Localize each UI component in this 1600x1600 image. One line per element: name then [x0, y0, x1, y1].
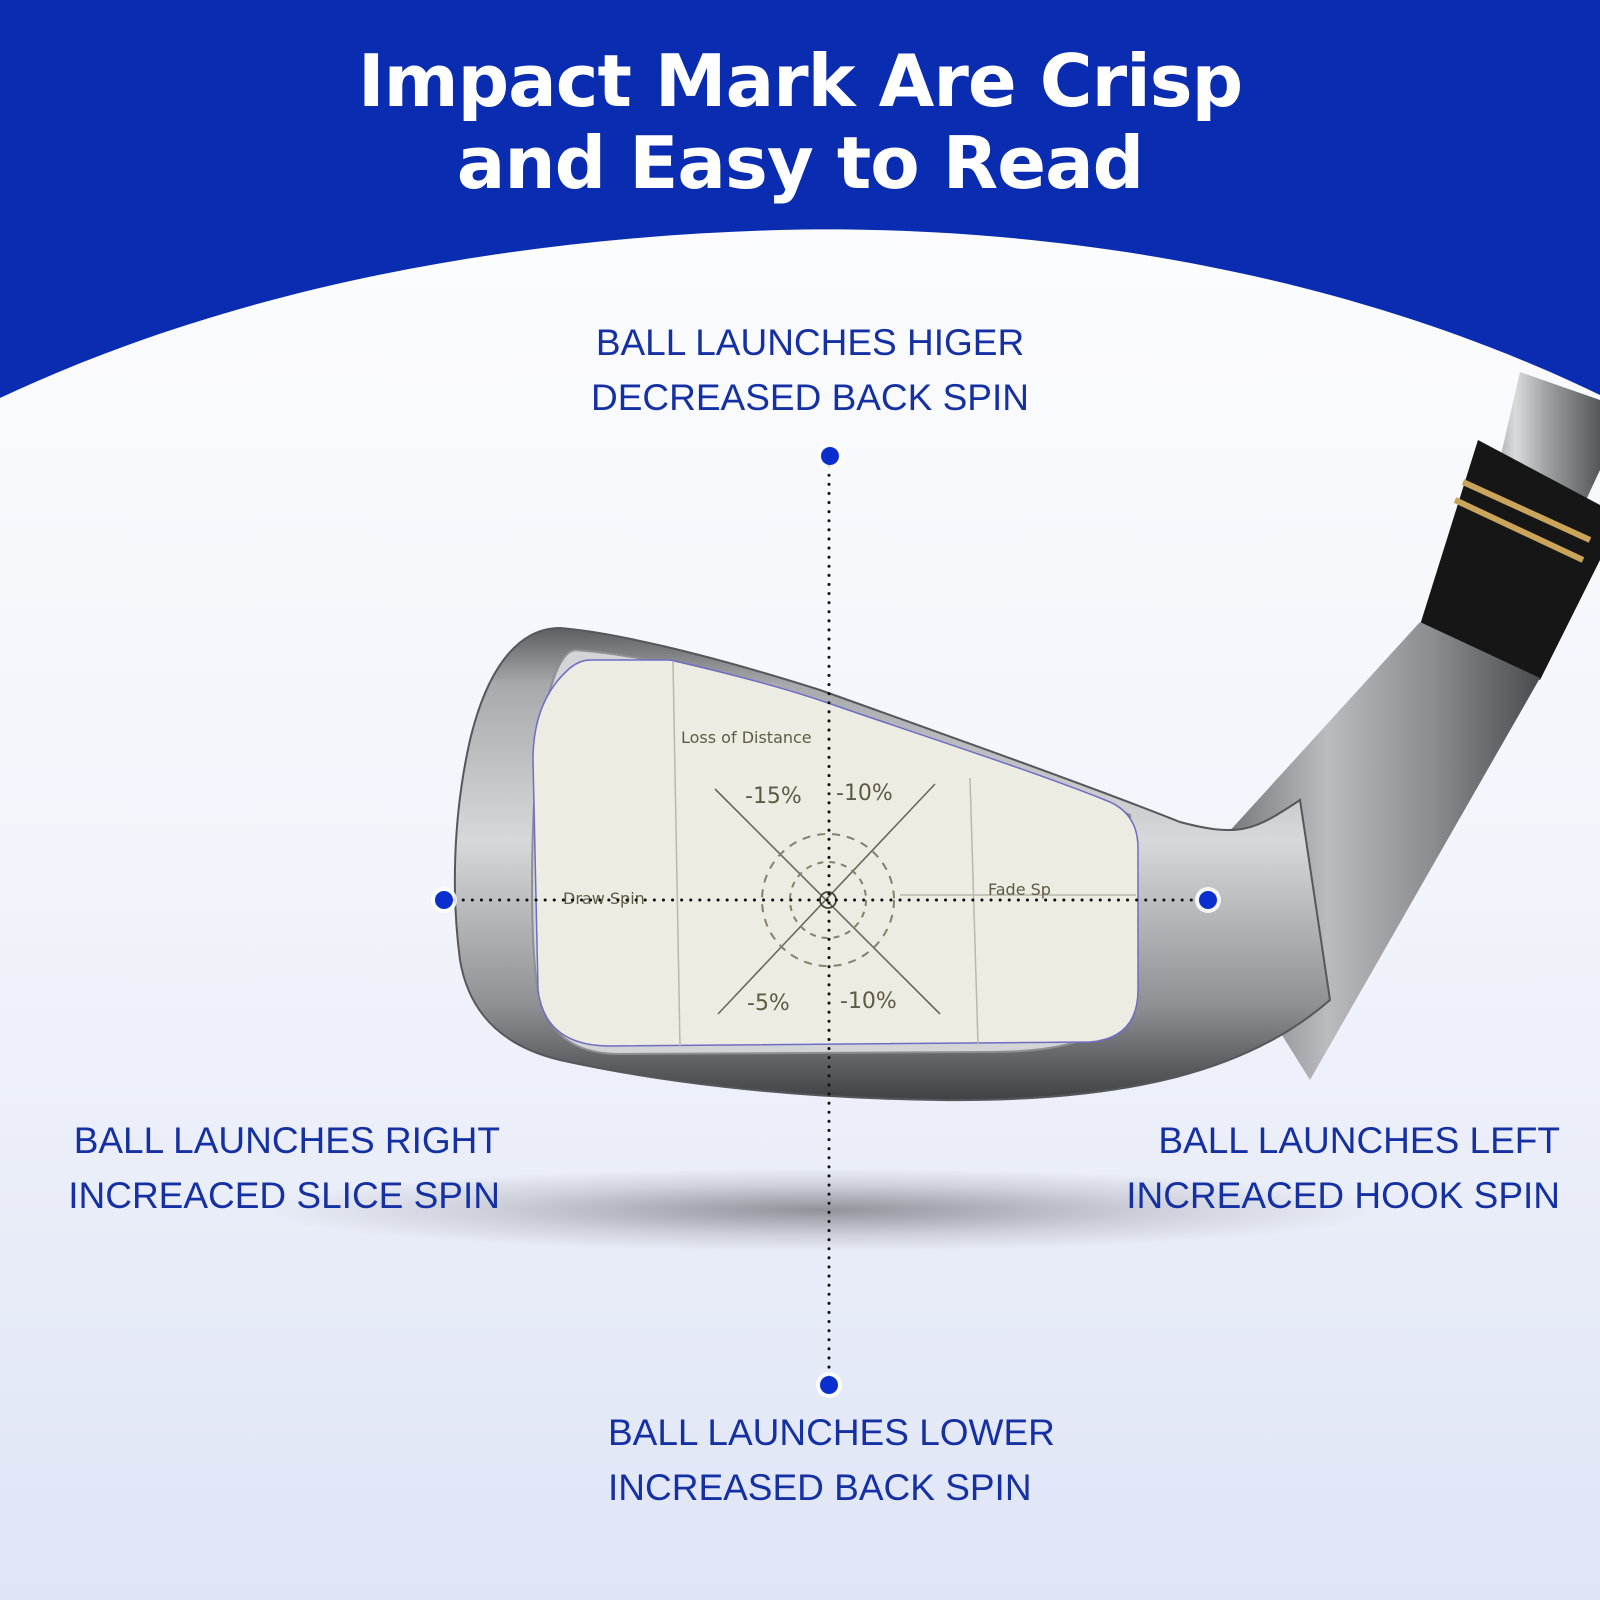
label-right-line-2: INCREACED HOOK SPIN [1126, 1175, 1560, 1216]
bottom-left-percent: -5% [747, 991, 790, 1016]
label-right: BALL LAUNCHES LEFT INCREACED HOOK SPIN [1090, 1113, 1560, 1223]
label-right-line-1: BALL LAUNCHES LEFT [1158, 1120, 1560, 1161]
label-left: BALL LAUNCHES RIGHT INCREACED SLICE SPIN [30, 1113, 500, 1223]
draw-spin-label: Draw Spin [563, 889, 645, 908]
fade-spin-label: Fade Sp [988, 880, 1051, 899]
bottom-right-percent: -10% [840, 989, 897, 1014]
loss-of-distance-label: Loss of Distance [681, 728, 812, 747]
label-left-line-2: INCREACED SLICE SPIN [68, 1175, 500, 1216]
top-left-percent: -15% [745, 784, 802, 809]
marker-bottom [816, 1372, 842, 1398]
label-top-line-1: BALL LAUNCHES HIGER [595, 322, 1025, 363]
club-shadow [260, 1168, 1380, 1252]
top-right-percent: -10% [836, 781, 893, 806]
header-banner [0, 0, 1600, 398]
marker-right [1195, 887, 1221, 913]
label-top-line-2: DECREASED BACK SPIN [591, 377, 1029, 418]
label-bottom: BALL LAUNCHES LOWER INCREASED BACK SPIN [560, 1405, 1100, 1515]
title-line-1: Impact Mark Are Crisp [357, 39, 1243, 123]
label-bottom-line-2: INCREASED BACK SPIN [608, 1467, 1032, 1508]
page-title: Impact Mark Are Crisp and Easy to Read [0, 40, 1600, 204]
label-left-line-1: BALL LAUNCHES RIGHT [73, 1120, 500, 1161]
title-line-2: and Easy to Read [456, 121, 1144, 205]
marker-left [431, 887, 457, 913]
marker-top [817, 443, 843, 469]
label-top: BALL LAUNCHES HIGER DECREASED BACK SPIN [560, 315, 1060, 425]
label-bottom-line-1: BALL LAUNCHES LOWER [608, 1412, 1055, 1453]
